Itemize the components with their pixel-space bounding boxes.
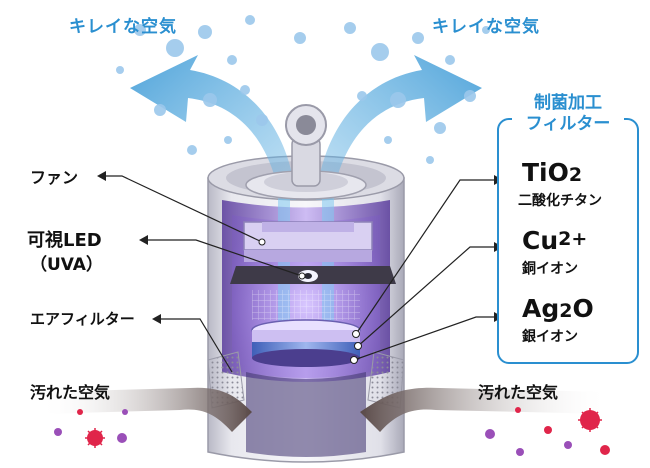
led-board	[230, 266, 396, 284]
filter-title-line1: 制菌加工	[534, 93, 602, 113]
tio2-name: 二酸化チタン	[518, 193, 602, 209]
tio2-formula: TiO	[522, 158, 569, 187]
filter-item-tio2: TiO2	[522, 158, 582, 187]
right-leader-lines	[353, 179, 497, 361]
germs	[54, 407, 610, 456]
ag-suffix: O	[572, 294, 594, 323]
dirty-air-label-left: 汚れた空気	[30, 383, 111, 402]
cu-superscript: 2+	[558, 228, 588, 250]
dirty-air-label-right: 汚れた空気	[478, 383, 559, 402]
ag-subscript: 2	[559, 300, 573, 322]
clean-air-label-right: キレイな空気	[432, 17, 540, 37]
fan-label: ファン	[30, 168, 79, 187]
cu-formula: Cu	[522, 226, 559, 255]
uva-label: （UVA）	[30, 255, 103, 275]
ag-formula: Ag	[522, 294, 560, 323]
clean-air-label-left: キレイな空気	[69, 17, 177, 37]
tio2-subscript: 2	[568, 164, 583, 186]
fan-unit	[243, 221, 373, 262]
air-filter-label: エアフィルター	[30, 310, 135, 328]
cu-name: 銅イオン	[522, 261, 578, 277]
left-leader-lines	[103, 175, 303, 373]
filter-box-title: 制菌加工 フィルター	[512, 93, 624, 135]
filter-item-cu: Cu2+	[522, 226, 587, 255]
clean-air-bubbles	[116, 15, 490, 164]
filter-item-ag2o: Ag2O	[522, 294, 594, 323]
visible-led-label: 可視LED	[27, 230, 102, 251]
ag-name: 銀イオン	[522, 329, 578, 345]
dirty-air-flow	[40, 387, 610, 432]
filter-title-line2: フィルター	[525, 114, 611, 134]
filter-stack	[251, 319, 361, 367]
ring-handle	[245, 104, 367, 200]
